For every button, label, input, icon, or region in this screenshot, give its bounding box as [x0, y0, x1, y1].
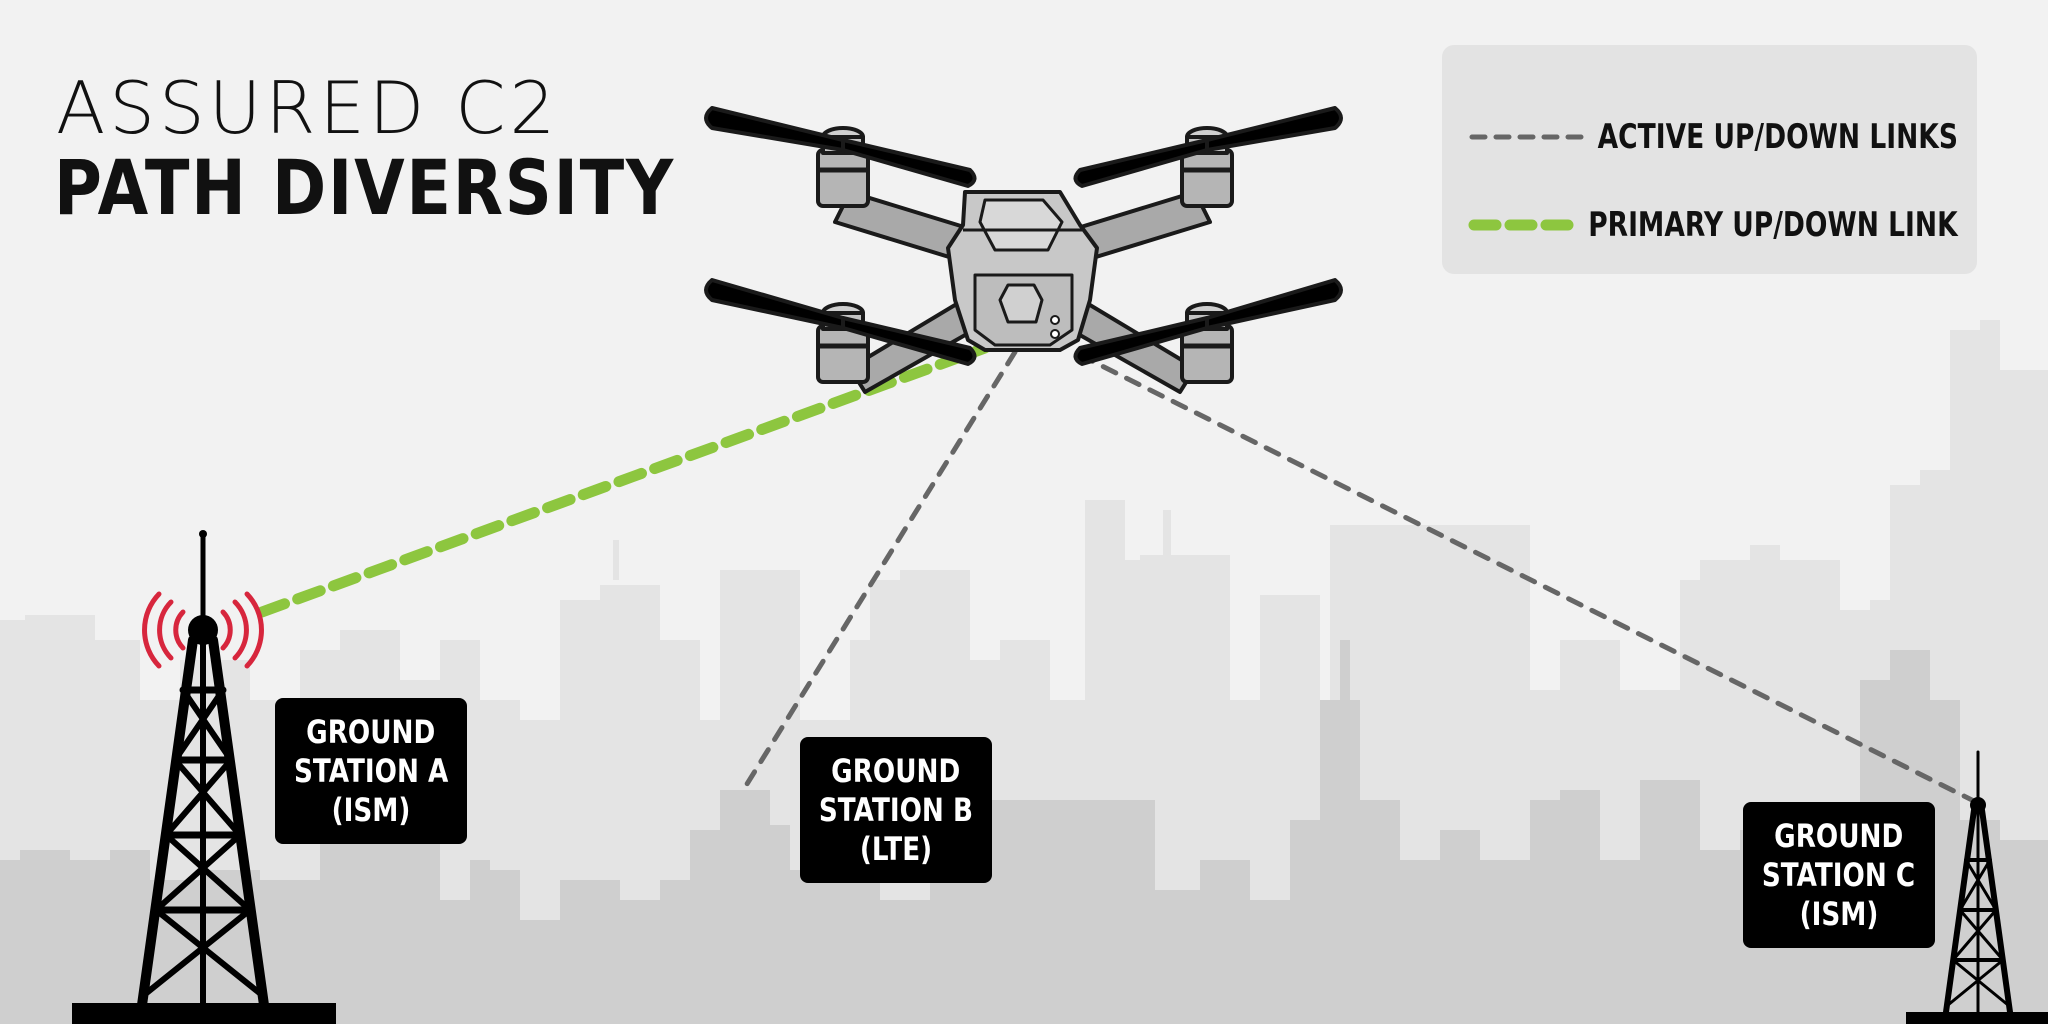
legend-label-active: ACTIVE UP/DOWN LINKS	[1597, 117, 1958, 157]
station-a-line-2: STATION A	[293, 751, 449, 790]
ground-station-a-label: GROUND STATION A (ISM)	[275, 698, 467, 844]
legend-label-primary: PRIMARY UP/DOWN LINK	[1588, 205, 1958, 245]
station-c-line-2: STATION C	[1762, 855, 1916, 894]
radio-tower-icon-a	[72, 530, 336, 1024]
station-b-line-2: STATION B	[818, 790, 974, 829]
title-line-1: ASSURED C2	[56, 66, 560, 150]
drone-icon	[704, 106, 1343, 394]
ground-station-b-label: GROUND STATION B (LTE)	[800, 737, 992, 883]
rotor-front-right	[1073, 106, 1343, 208]
active-link-to-station-c	[1077, 352, 1981, 806]
title-line-2: PATH DIVERSITY	[54, 143, 675, 232]
legend-item-primary: PRIMARY UP/DOWN LINK	[1468, 205, 1958, 245]
legend-swatch-primary	[1468, 219, 1588, 231]
radio-tower-icon-c	[1906, 750, 2048, 1024]
rotor-front-left	[704, 106, 977, 208]
active-link-to-station-b	[739, 349, 1018, 795]
ground-station-c-label: GROUND STATION C (ISM)	[1743, 802, 1935, 948]
station-b-line-3: (LTE)	[859, 829, 933, 868]
legend-swatch-active	[1469, 134, 1587, 140]
legend-box: ACTIVE UP/DOWN LINKS PRIMARY UP/DOWN LIN…	[1442, 45, 1977, 274]
station-a-line-1: GROUND	[306, 712, 436, 751]
station-c-line-1: GROUND	[1774, 816, 1904, 855]
legend-item-active: ACTIVE UP/DOWN LINKS	[1468, 117, 1958, 157]
signal-waves-icon	[142, 591, 264, 669]
station-a-line-3: (ISM)	[331, 790, 411, 829]
drone-body	[946, 190, 1099, 352]
station-b-line-1: GROUND	[831, 751, 961, 790]
station-c-line-3: (ISM)	[1799, 894, 1879, 933]
rotor-rear-left	[704, 278, 977, 384]
rotor-rear-right	[1073, 278, 1343, 384]
